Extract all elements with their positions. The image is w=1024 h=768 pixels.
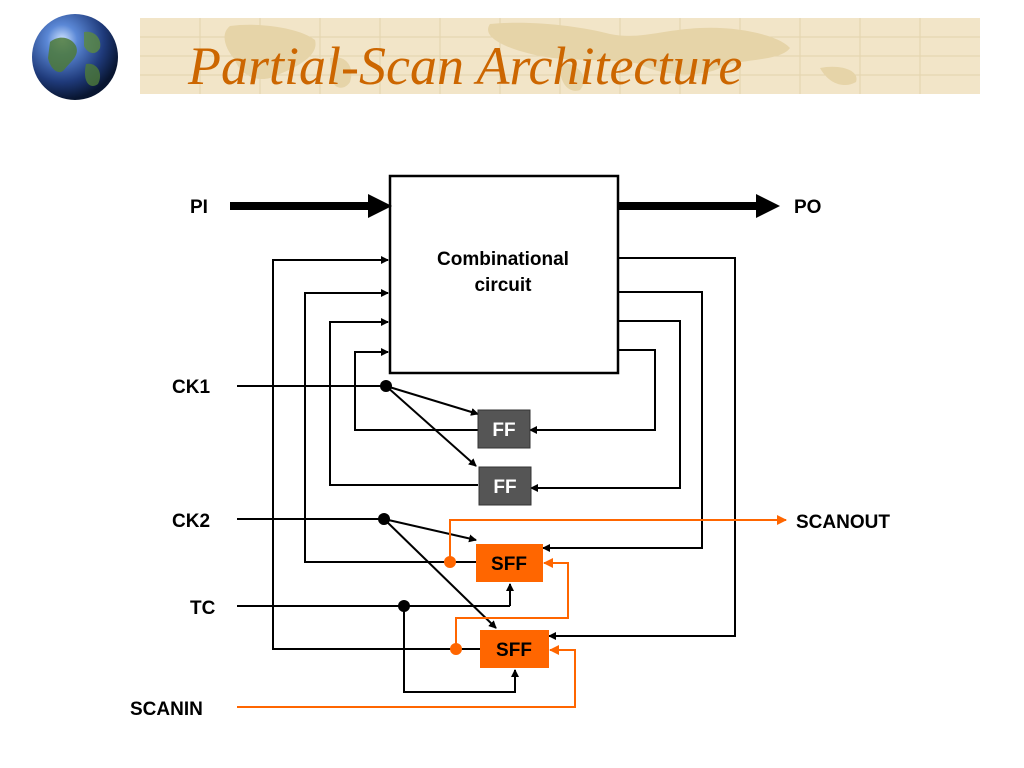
- tc-junction: [398, 600, 410, 612]
- tc-label: TC: [190, 598, 216, 619]
- po-arrow: [618, 194, 780, 218]
- scanout-junction: [444, 556, 456, 568]
- ff-label-1: FF: [492, 420, 515, 441]
- combinational-label-line1: Combinational: [437, 249, 569, 270]
- scanin-label: SCANIN: [130, 699, 203, 720]
- sff-label-2: SFF: [496, 640, 532, 661]
- slide-title: Partial-Scan Architecture: [188, 36, 743, 96]
- feedback-wires: [272, 256, 736, 650]
- world-map-background: [140, 18, 980, 94]
- pi-label: PI: [190, 197, 208, 218]
- title-banner: [140, 18, 980, 94]
- combinational-circuit-box: [388, 174, 620, 375]
- combinational-label-line2: circuit: [474, 275, 532, 296]
- sff-label-1: SFF: [491, 554, 527, 575]
- ck1-label: CK1: [172, 377, 210, 398]
- clock-wires: [237, 385, 519, 693]
- sff-chain-junction: [450, 643, 462, 655]
- ff-box-1: FF: [477, 409, 531, 449]
- po-label: PO: [794, 197, 821, 218]
- scanout-label: SCANOUT: [796, 512, 890, 533]
- ck2-junction: [378, 513, 390, 525]
- scan-chain-wires: [237, 515, 787, 708]
- ck2-label: CK2: [172, 511, 210, 532]
- pi-arrow: [230, 194, 392, 218]
- ff-label-2: FF: [493, 477, 516, 498]
- globe-icon: [32, 14, 118, 100]
- ff-box-2: FF: [478, 466, 532, 506]
- sff-box-1: SFF: [476, 544, 543, 582]
- sff-box-2: SFF: [480, 630, 549, 668]
- ck1-junction: [380, 380, 392, 392]
